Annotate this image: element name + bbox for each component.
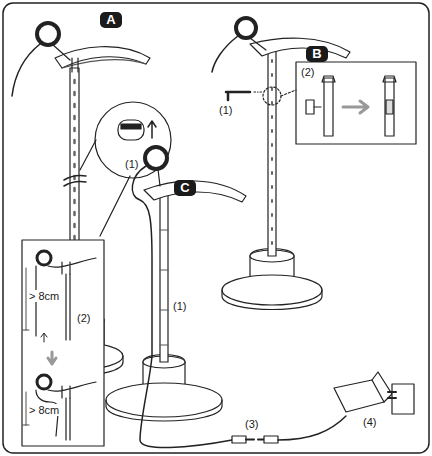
badge-letter: C bbox=[174, 180, 196, 196]
step-badge: C bbox=[174, 180, 196, 196]
callout-number: (1) bbox=[218, 104, 233, 116]
dimension-label: > 8cm bbox=[28, 290, 60, 302]
callout-number: (2) bbox=[300, 66, 315, 78]
lamp-c bbox=[22, 147, 414, 448]
step-badge: B bbox=[306, 46, 328, 62]
step-badge: A bbox=[100, 12, 122, 28]
callout-number: (1) bbox=[172, 300, 187, 312]
badge-letter: B bbox=[306, 46, 328, 62]
lamp-b bbox=[212, 18, 416, 310]
callout-number: (3) bbox=[244, 418, 259, 430]
callout-number: (2) bbox=[76, 312, 91, 324]
callout-number: (4) bbox=[362, 416, 377, 428]
badge-letter: A bbox=[100, 12, 122, 28]
dimension-label: > 8cm bbox=[28, 404, 60, 416]
callout-number: (1) bbox=[124, 158, 139, 170]
